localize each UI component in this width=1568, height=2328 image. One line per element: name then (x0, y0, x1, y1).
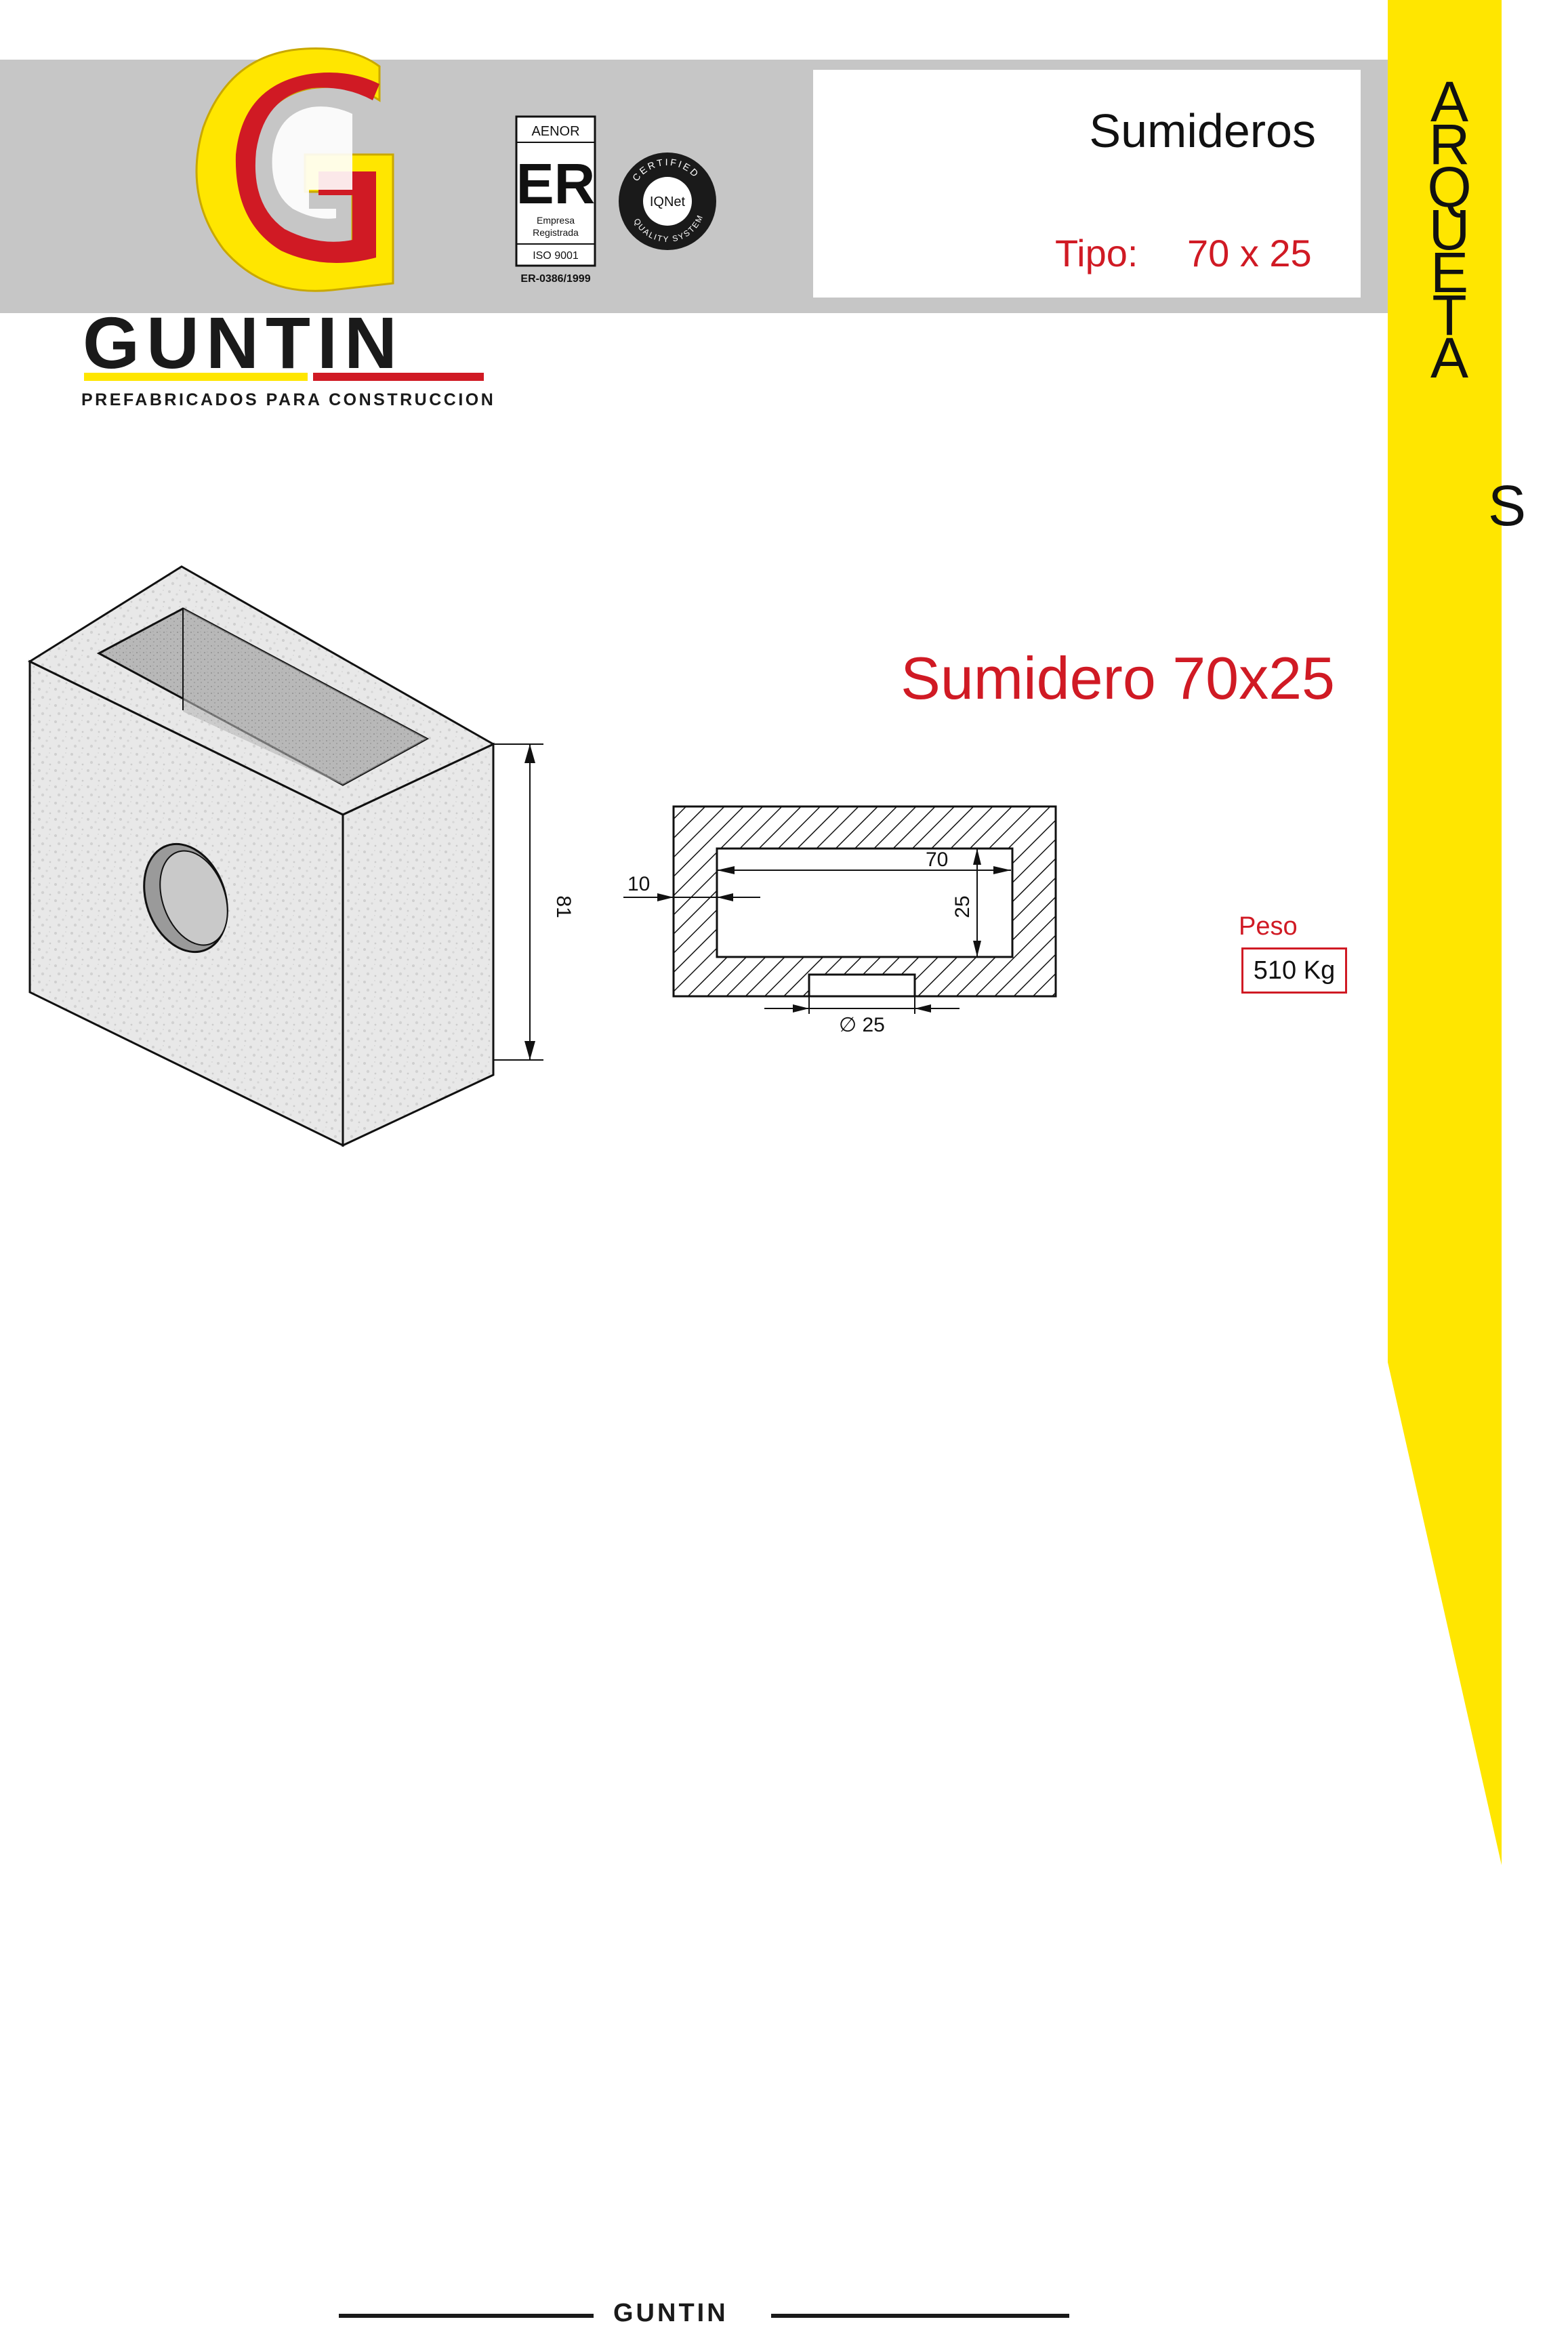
tipo-label: Tipo: (1055, 232, 1138, 274)
aenor-top-text: AENOR (531, 124, 579, 139)
brand-name: GUNTIN (83, 302, 404, 384)
product-title: Sumidero 70x25 (901, 645, 1335, 712)
brand-tagline: PREFABRICADOS PARA CONSTRUCCION (81, 390, 496, 409)
box-opening-inner (183, 609, 427, 785)
side-letter: T (1432, 283, 1467, 347)
peso-label: Peso (1239, 912, 1298, 941)
side-label-word: A R Q U E T A (1419, 70, 1480, 390)
iqnet-certification-badge: CERTIFIED QUALITY SYSTEM IQNet (619, 152, 716, 250)
footer-line-right (771, 2314, 1069, 2318)
tipo-value: 70 x 25 (1187, 232, 1312, 274)
iqnet-name: IQNet (650, 195, 686, 209)
aenor-certification-badge: AENOR ER Empresa Registrada ISO 9001 ER-… (515, 115, 596, 285)
plan-pipe-notch (808, 973, 916, 998)
side-letter-last: S (1488, 474, 1527, 537)
brand-underline-red (313, 373, 484, 381)
side-letter: A (1430, 70, 1469, 134)
brand-underline-yellow (84, 373, 308, 381)
plan-width-label: 25 (951, 895, 974, 918)
page-title: Sumideros (1089, 104, 1316, 157)
aenor-line2: Registrada (533, 227, 579, 238)
height-dimension: 81 (552, 895, 575, 918)
pipe-diameter-label: ∅ 25 (839, 1014, 885, 1036)
side-letter: R (1428, 113, 1470, 176)
plan-view-drawing: 70 25 10 ∅ 25 (623, 805, 1057, 1036)
aenor-code: ER-0386/1999 (520, 273, 590, 285)
plan-inner-opening (716, 847, 1014, 958)
side-letter: E (1430, 241, 1469, 304)
aenor-standard: ISO 9001 (533, 250, 579, 262)
aenor-mark: ER (516, 152, 596, 216)
wall-thickness-label: 10 (627, 873, 650, 895)
guntin-g-logo (195, 47, 394, 292)
aenor-line1: Empresa (537, 215, 575, 226)
footer-brand: GUNTIN (613, 2299, 728, 2327)
side-letter: Q (1427, 155, 1472, 219)
title-box: Sumideros Tipo: 70 x 25 (813, 70, 1361, 298)
peso-value-box: 510 Kg (1241, 947, 1347, 994)
isometric-drawing: 81 (27, 565, 575, 1147)
side-letter: A (1430, 326, 1469, 390)
footer-line-left (339, 2314, 594, 2318)
plan-length-label: 70 (926, 849, 948, 871)
